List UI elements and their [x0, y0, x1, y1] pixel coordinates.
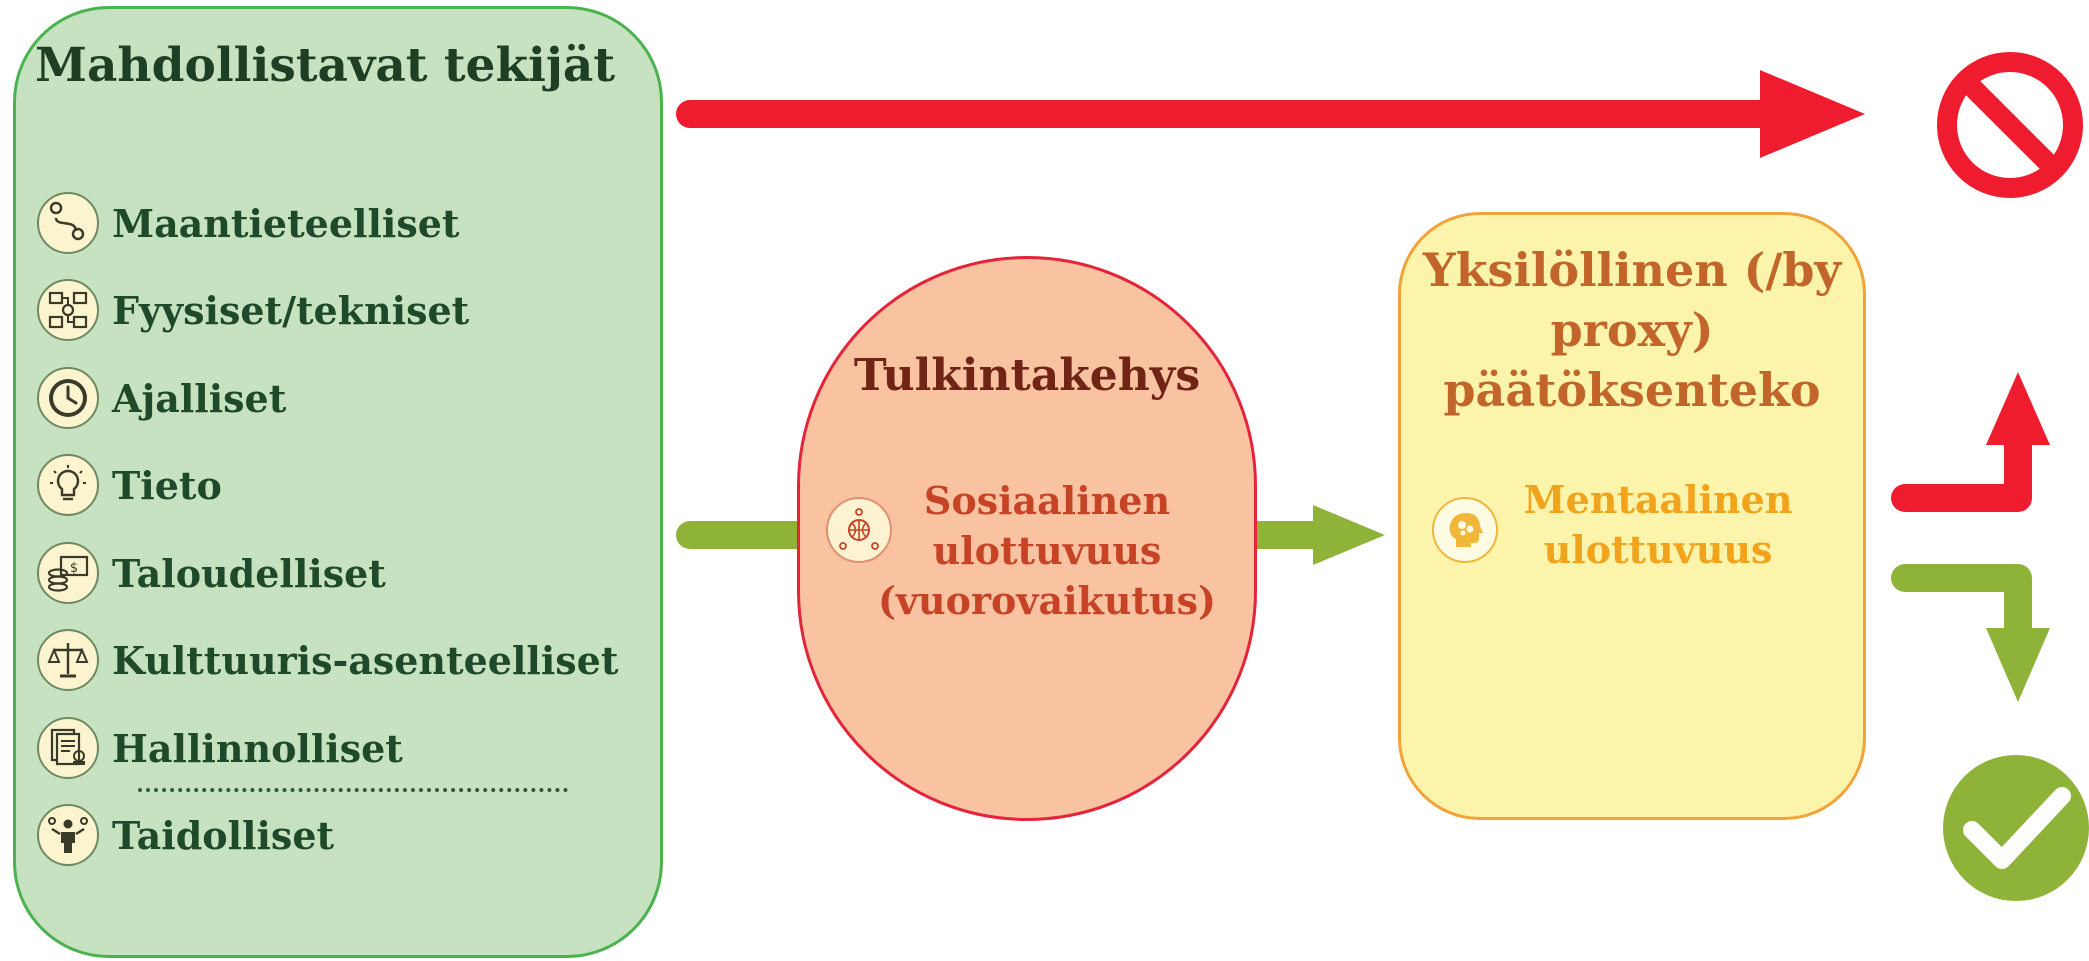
- factor-item-taidolliset: Taidolliset: [37, 800, 657, 870]
- money-coins-icon: $: [37, 542, 99, 604]
- interpretive-frame-panel: [797, 256, 1257, 821]
- frame-to-decision-arrow: [1255, 505, 1385, 565]
- scales-icon: [37, 629, 99, 691]
- svg-text:$: $: [70, 561, 78, 576]
- map-route-icon: [37, 192, 99, 254]
- documents-stamp-icon: [37, 717, 99, 779]
- mental-dimension-label: Mentaalinen ulottuvuus: [1523, 477, 1793, 572]
- factor-label: Hallinnolliset: [112, 725, 403, 771]
- lightbulb-icon: [37, 454, 99, 516]
- reject-elbow-arrow: [1891, 372, 2050, 512]
- factors-divider: [138, 788, 568, 792]
- decision-title: Yksilöllinen (/by proxy) päätöksenteko: [1422, 243, 1842, 417]
- blocked-path-arrow: [676, 70, 1865, 158]
- factor-label: Ajalliset: [112, 375, 287, 421]
- factor-label: Kulttuuris-asenteelliset: [112, 637, 619, 683]
- prohibited-icon: [1937, 52, 2083, 198]
- clock-icon: [37, 367, 99, 429]
- factor-item-tieto: Tieto: [37, 450, 657, 520]
- skilled-person-icon: [37, 804, 99, 866]
- social-network-icon: [826, 497, 892, 563]
- factor-label: Tieto: [112, 462, 222, 508]
- checkmark-icon: [1943, 755, 2089, 901]
- factor-label: Maantieteelliset: [112, 200, 460, 246]
- factor-item-hallinnolliset: Hallinnolliset: [37, 713, 657, 783]
- social-dimension-label: Sosiaalinen ulottuvuus (vuorovaikutus): [877, 478, 1217, 623]
- factors-panel: [13, 6, 663, 958]
- factors-title: Mahdollistavat tekijät: [0, 36, 650, 96]
- factor-item-ajalliset: Ajalliset: [37, 363, 657, 433]
- factor-label: Fyysiset/tekniset: [112, 287, 470, 333]
- factor-label: Taloudelliset: [112, 550, 386, 596]
- factor-item-kulttuuris-asenteelliset: Kulttuuris-asenteelliset: [37, 625, 657, 695]
- factor-item-fyysiset-tekniset: Fyysiset/tekniset: [37, 275, 657, 345]
- factor-item-maantieteelliset: Maantieteelliset: [37, 188, 657, 258]
- factors-title-text: Mahdollistavat tekijät: [34, 38, 616, 93]
- factor-item-taloudelliset: $ Taloudelliset: [37, 538, 657, 608]
- tech-blocks-icon: [37, 279, 99, 341]
- factor-label: Taidolliset: [112, 812, 335, 858]
- mind-head-icon: [1432, 497, 1498, 563]
- accept-elbow-arrow: [1891, 564, 2050, 702]
- frame-title: Tulkintakehys: [853, 350, 1201, 401]
